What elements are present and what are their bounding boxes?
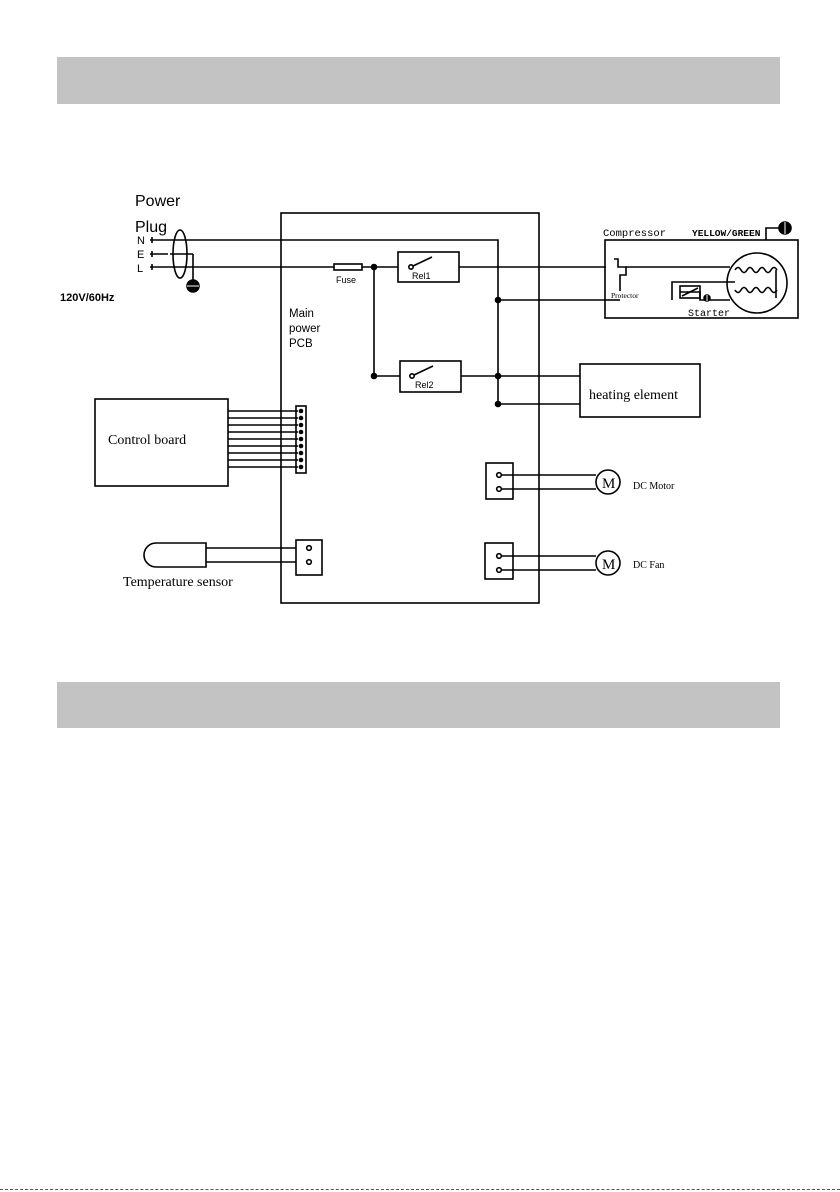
dc-motor-label: DC Motor xyxy=(633,481,675,492)
page-bottom-rule xyxy=(0,1189,840,1190)
pcb-label-line2: power xyxy=(289,323,320,335)
dc-motor xyxy=(486,463,620,499)
main-pcb-box xyxy=(281,213,539,603)
starter-label: Starter xyxy=(688,309,730,320)
plug-rating-label: 120V/60Hz xyxy=(60,292,115,304)
fuse-label: Fuse xyxy=(336,275,356,285)
pcb-label-line3: PCB xyxy=(289,338,313,350)
yellow-green-label: YELLOW/GREEN xyxy=(692,228,761,239)
plug-ground-symbol xyxy=(187,280,199,292)
power-plug-title-line1: Power xyxy=(135,193,181,210)
temperature-sensor xyxy=(144,540,322,575)
wire-junctions xyxy=(372,265,501,407)
wire-neutral xyxy=(168,240,606,404)
fuse-symbol xyxy=(334,264,362,270)
plug-pin-n-label: N xyxy=(137,235,145,247)
dc-motor-symbol: M xyxy=(602,476,615,492)
heating-element-label: heating element xyxy=(589,388,678,403)
control-board-label: Control board xyxy=(108,433,186,448)
relay1-label: Rel1 xyxy=(412,271,431,281)
temperature-sensor-label: Temperature sensor xyxy=(123,575,233,590)
compressor xyxy=(605,228,798,318)
power-plug xyxy=(150,230,193,281)
protector-label: Protector xyxy=(611,291,639,300)
plug-pin-e-label: E xyxy=(137,249,144,261)
relay2-label: Rel2 xyxy=(415,380,434,390)
control-board-ribbon-cable xyxy=(228,411,298,467)
pcb-label-line1: Main xyxy=(289,308,314,320)
starter-symbol xyxy=(704,295,710,301)
wire-line xyxy=(168,267,606,404)
compressor-label: Compressor xyxy=(603,228,666,240)
dc-fan xyxy=(485,543,620,579)
plug-pin-l-label: L xyxy=(137,263,143,275)
dc-fan-symbol: M xyxy=(602,557,615,573)
power-plug-title-line2: Plug xyxy=(135,219,167,236)
dc-fan-label: DC Fan xyxy=(633,560,664,571)
compressor-ground-symbol xyxy=(779,222,791,234)
